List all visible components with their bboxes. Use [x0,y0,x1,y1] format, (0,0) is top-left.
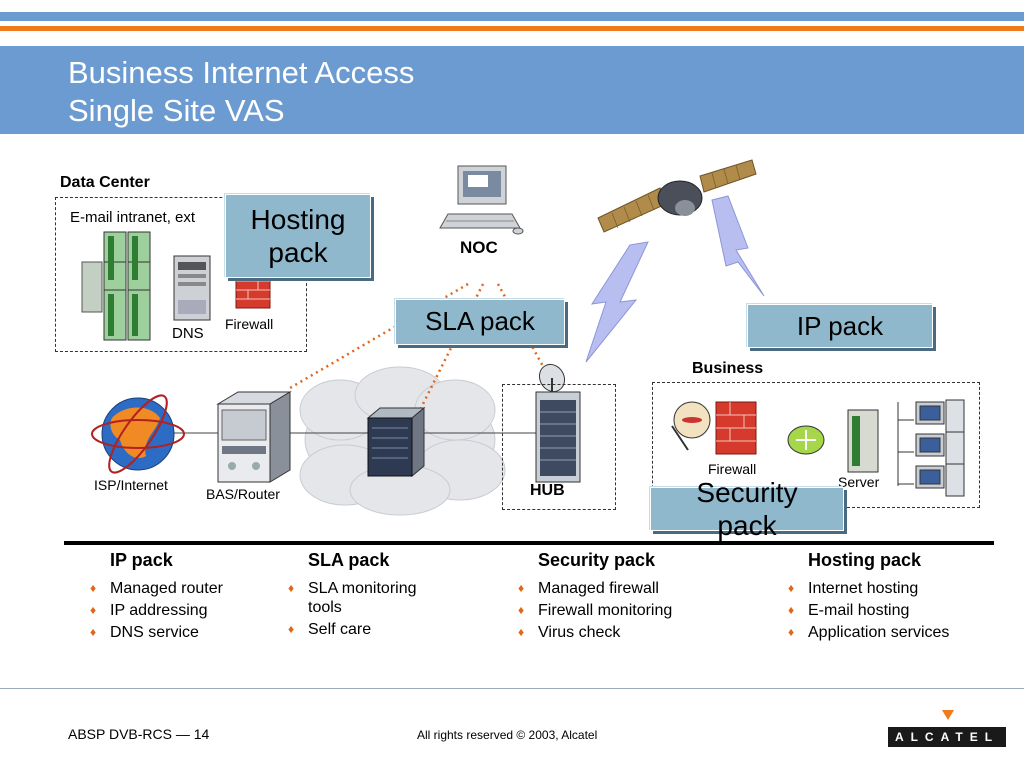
diamond-bullet-icon: ♦ [288,581,295,595]
column-list: ♦Managed firewall ♦Firewall monitoring ♦… [518,579,728,645]
list-item: ♦Managed firewall [518,580,659,597]
diamond-bullet-icon: ♦ [518,581,525,595]
business-terminal-icon [671,401,711,451]
title-banner [0,46,1024,134]
list-item: ♦Internet hosting [788,580,919,597]
bas-router-label: BAS/Router [206,486,280,502]
list-item: ♦IP addressing [90,602,208,619]
hub-boundary [502,384,616,510]
globe-icon [91,394,185,474]
uplink-bolt [585,241,649,363]
hub-icon [535,363,581,483]
list-item: ♦Virus check [518,624,621,641]
downlink-bolt [711,195,765,297]
noc-computer-icon [439,165,524,235]
sla-pack-callout: SLA pack [395,299,565,345]
title-line-1: Business Internet Access [68,55,415,90]
dns-server-icon [173,255,211,321]
datacenter-firewall-label: Firewall [225,316,274,332]
business-label: Business [692,360,764,377]
hosting-pack-callout: Hosting pack [225,194,371,278]
business-workstations-icon [897,399,965,497]
business-server-icon [847,409,879,473]
isp-label: ISP/Internet [94,477,168,493]
data-center-caption: E-mail intranet, ext [70,209,196,226]
column-title: SLA pack [308,550,390,570]
diamond-bullet-icon: ♦ [788,603,795,617]
business-router-icon [787,425,825,455]
server-label: Server [838,474,880,490]
column-title: Hosting pack [808,550,922,570]
page-title: Business Internet Access Single Site VAS [68,54,414,130]
business-firewall-label: Firewall [708,461,757,477]
column-list: ♦Managed router ♦IP addressing ♦DNS serv… [90,579,280,645]
security-pack-callout: Security pack [650,477,844,541]
top-orange-stripe [0,26,1024,31]
bas-router-icon [216,391,292,483]
alcatel-triangle-icon [942,710,954,720]
diamond-bullet-icon: ♦ [90,625,97,639]
hub-label: HUB [530,482,565,499]
data-center-label: Data Center [60,174,150,191]
dns-label: DNS [172,325,204,342]
satellite-icon [597,159,757,233]
column-list: ♦Internet hosting ♦E-mail hosting ♦Appli… [788,579,968,645]
diamond-bullet-icon: ♦ [518,603,525,617]
list-item: ♦Firewall monitoring [518,602,673,619]
diamond-bullet-icon: ♦ [518,625,525,639]
column-title: Security pack [538,550,656,570]
list-item: ♦Application services [788,624,950,641]
sla-pack-label: SLA pack [425,306,535,336]
core-switch-icon [366,406,426,478]
footer-copyright: All rights reserved © 2003, Alcatel [417,728,598,742]
diamond-bullet-icon: ♦ [288,622,295,636]
diamond-bullet-icon: ♦ [788,625,795,639]
hosting-pack-label: Hosting pack [250,204,346,268]
ip-pack-callout: IP pack [747,304,933,348]
diamond-bullet-icon: ♦ [90,603,97,617]
top-blue-stripe [0,12,1024,21]
footer-divider [0,688,1024,689]
list-item: ♦E-mail hosting [788,602,910,619]
alcatel-logo: ALCATEL [888,727,1006,747]
column-list: ♦SLA monitoring tools ♦Self care [288,579,448,642]
security-pack-label: Security pack [696,477,798,541]
list-item: ♦Managed router [90,580,223,597]
list-item: ♦Self care [288,621,372,638]
title-line-2: Single Site VAS [68,93,285,128]
footer-page-id: ABSP DVB-RCS — 14 [68,726,210,742]
business-firewall-icon [715,401,757,455]
ip-pack-label: IP pack [796,311,884,341]
datacenter-servers-icon [81,231,151,341]
diamond-bullet-icon: ♦ [90,581,97,595]
diamond-bullet-icon: ♦ [788,581,795,595]
list-item: ♦DNS service [90,624,199,641]
noc-label: NOC [460,238,498,257]
column-title: IP pack [110,550,173,570]
list-item: ♦SLA monitoring tools [288,580,417,616]
